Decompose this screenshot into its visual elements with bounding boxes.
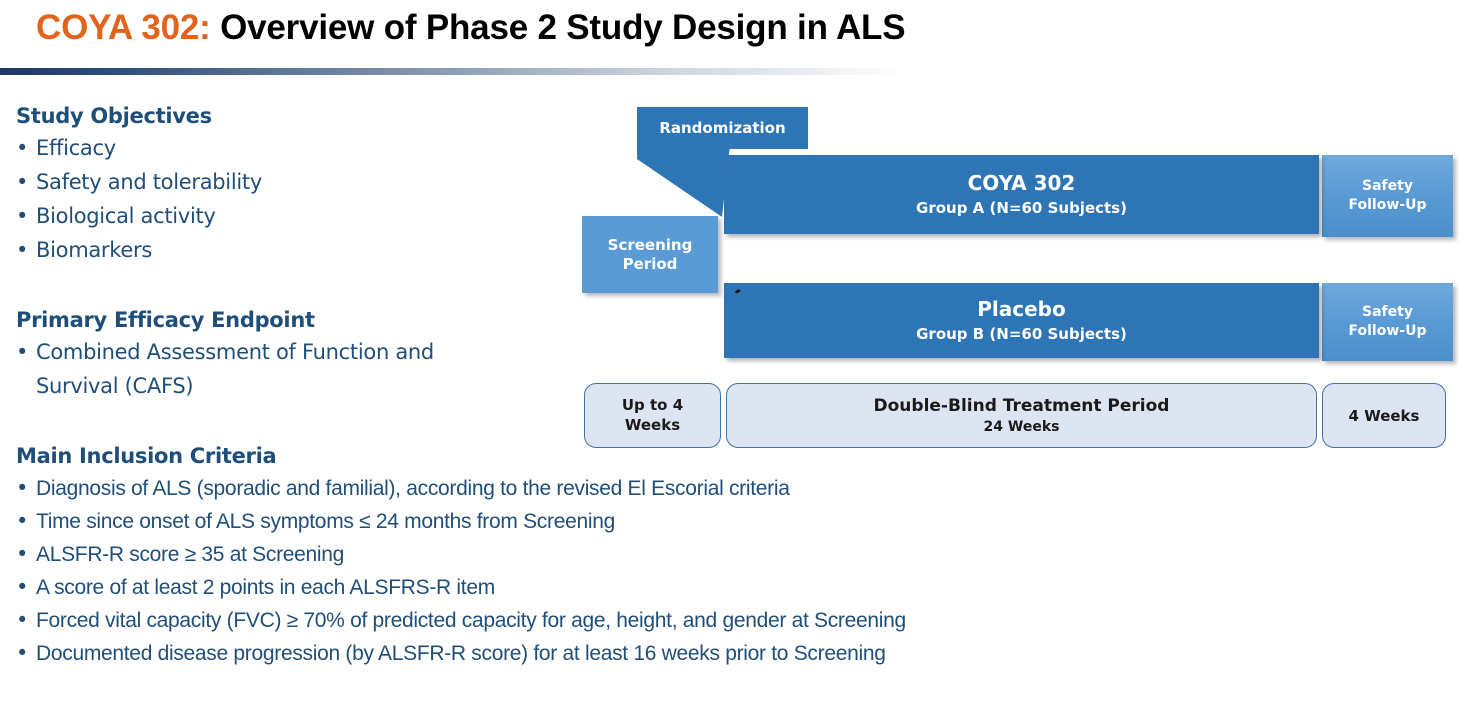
list-item: • Safety and tolerability (16, 170, 262, 194)
timeline-treatment-title: Double-Blind Treatment Period (873, 396, 1170, 416)
page-title-rest: Overview of Phase 2 Study Design in ALS (210, 8, 906, 47)
list-item: • Efficacy (16, 136, 116, 160)
bullet-icon: • (16, 575, 29, 599)
list-item: • Diagnosis of ALS (sporadic and familial… (16, 476, 790, 501)
list-item: • Forced vital capacity (FVC) ≥ 70% of pr… (16, 608, 906, 633)
treatment-arm-bar-coya-302: COYA 302 Group A (N=60 Subjects) (724, 155, 1319, 234)
list-item-label: Biomarkers (36, 238, 152, 262)
bullet-icon: • (16, 136, 29, 160)
section-heading-main-inclusion-criteria: Main Inclusion Criteria (16, 444, 277, 468)
arm-subtitle: Group B (N=60 Subjects) (916, 325, 1127, 343)
list-item-label: ALSFR-R score ≥ 35 at Screening (36, 543, 345, 566)
list-item: • Time since onset of ALS symptoms ≤ 24 m… (16, 509, 615, 534)
list-item-label: Forced vital capacity (FVC) ≥ 70% of pre… (36, 609, 906, 632)
stray-artifact-mark (734, 289, 741, 294)
timeline-followup-label: 4 Weeks (1348, 406, 1420, 425)
timeline-treatment-subtitle: 24 Weeks (983, 419, 1060, 435)
safety-follow-up-box-group-b: Safety Follow-Up (1322, 283, 1453, 361)
bullet-icon: • (16, 476, 29, 500)
bullet-icon: • (16, 170, 29, 194)
list-item-label: A score of at least 2 points in each ALS… (36, 576, 495, 599)
bullet-icon: • (16, 238, 29, 262)
safety-follow-up-line1: Safety (1362, 304, 1413, 321)
bullet-icon: • (16, 509, 29, 533)
list-item-label: Documented disease progression (by ALSFR… (36, 642, 886, 665)
arm-subtitle: Group A (N=60 Subjects) (916, 199, 1127, 217)
safety-follow-up-line1: Safety (1362, 178, 1413, 195)
timeline-screening-duration: Up to 4 Weeks (584, 383, 721, 448)
screening-period-line2: Period (622, 254, 678, 273)
safety-follow-up-line2: Follow-Up (1348, 197, 1427, 213)
list-item-label: Survival (CAFS) (36, 374, 194, 398)
bullet-icon: • (16, 204, 29, 228)
timeline-followup-duration: 4 Weeks (1322, 383, 1446, 448)
list-item-label: Biological activity (36, 204, 216, 228)
list-item: • Documented disease progression (by ALSF… (16, 641, 886, 666)
title-divider-rule (0, 68, 905, 75)
bullet-icon: • (16, 340, 29, 364)
bullet-icon: • (16, 608, 29, 632)
timeline-screening-line2: Weeks (624, 415, 681, 434)
bullet-icon: • (16, 641, 29, 665)
section-heading-primary-efficacy-endpoint: Primary Efficacy Endpoint (16, 308, 315, 332)
list-item: • Biological activity (16, 204, 216, 228)
list-item-label: Combined Assessment of Function and (36, 340, 434, 364)
list-item-label: Diagnosis of ALS (sporadic and familial)… (36, 477, 790, 500)
list-item-label: Safety and tolerability (36, 170, 262, 194)
list-item: • A score of at least 2 points in each AL… (16, 575, 495, 600)
arm-title: Placebo (977, 297, 1066, 321)
page-title-accent: COYA 302: (36, 8, 211, 47)
list-item-label: Time since onset of ALS symptoms ≤ 24 mo… (36, 510, 615, 533)
randomization-callout-label: Randomization (659, 119, 786, 137)
randomization-callout: Randomization (637, 107, 808, 149)
screening-period-line1: Screening (607, 235, 693, 254)
safety-follow-up-box-group-a: Safety Follow-Up (1322, 155, 1453, 237)
safety-follow-up-line2: Follow-Up (1348, 323, 1427, 339)
list-item: • Biomarkers (16, 238, 152, 262)
bullet-icon: • (16, 542, 29, 566)
timeline-screening-line1: Up to 4 (621, 396, 684, 414)
treatment-arm-bar-placebo: Placebo Group B (N=60 Subjects) (724, 283, 1319, 358)
arm-title: COYA 302 (967, 171, 1076, 195)
screening-period-box: Screening Period (582, 216, 718, 293)
page-title: COYA 302: Overview of Phase 2 Study Desi… (36, 8, 906, 48)
list-item: • ALSFR-R score ≥ 35 at Screening (16, 542, 344, 567)
section-heading-study-objectives: Study Objectives (16, 104, 212, 128)
list-item-continuation: Survival (CAFS) (16, 374, 194, 398)
timeline-treatment-period: Double-Blind Treatment Period 24 Weeks (726, 383, 1317, 448)
list-item: • Combined Assessment of Function and (16, 340, 434, 364)
list-item-label: Efficacy (36, 136, 116, 160)
